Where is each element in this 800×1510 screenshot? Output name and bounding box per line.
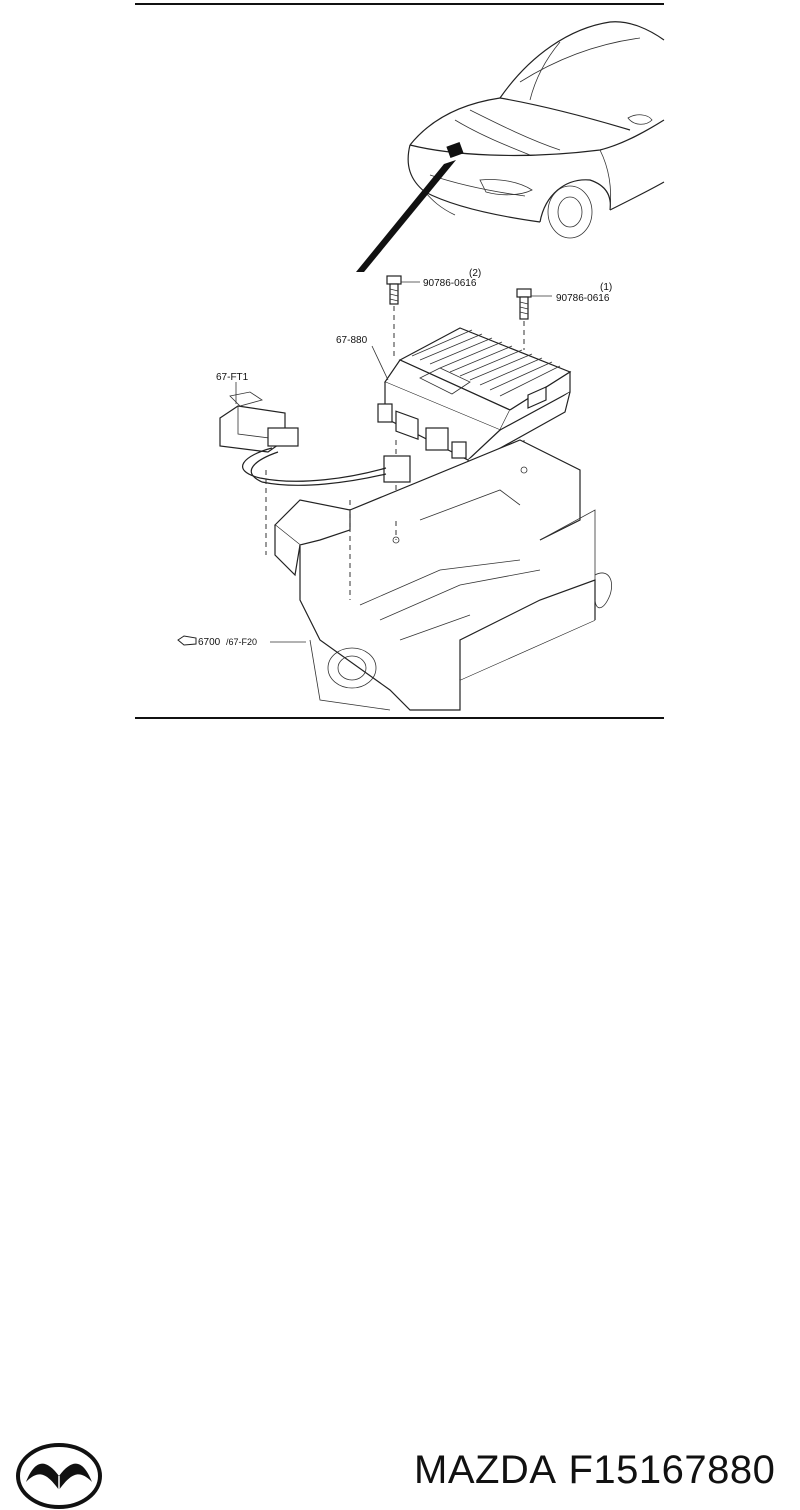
bolt-right — [516, 288, 532, 320]
callout-bolt-upper: 90786-0616 — [423, 278, 477, 289]
callout-bolt-right: 90786-0616 — [556, 293, 610, 304]
part-number: F15167880 — [568, 1448, 776, 1492]
reference-arrow-icon — [177, 635, 197, 646]
parts-diagram: 90786-0616 (2) 90786-0616 (1) — [135, 3, 665, 719]
callout-bracket-ref: 6700 — [198, 637, 221, 648]
callout-bolt-upper-qty: (2) — [469, 268, 481, 279]
connector-harness — [219, 391, 411, 486]
mazda-logo-icon — [16, 1443, 102, 1509]
callout-module: 67-880 — [336, 335, 368, 346]
callout-connector: 67-FT1 — [216, 372, 249, 383]
brand-name: MAZDA — [414, 1448, 557, 1492]
mounting-bracket — [274, 439, 612, 711]
control-module — [377, 327, 572, 466]
callout-bolt-right-qty: (1) — [600, 282, 612, 293]
bolt-upper — [386, 275, 402, 305]
callout-bracket-sub: /67-F20 — [226, 637, 257, 647]
car-illustration — [356, 21, 665, 272]
pointer-wedge — [356, 160, 456, 272]
location-marker-icon — [446, 141, 464, 159]
